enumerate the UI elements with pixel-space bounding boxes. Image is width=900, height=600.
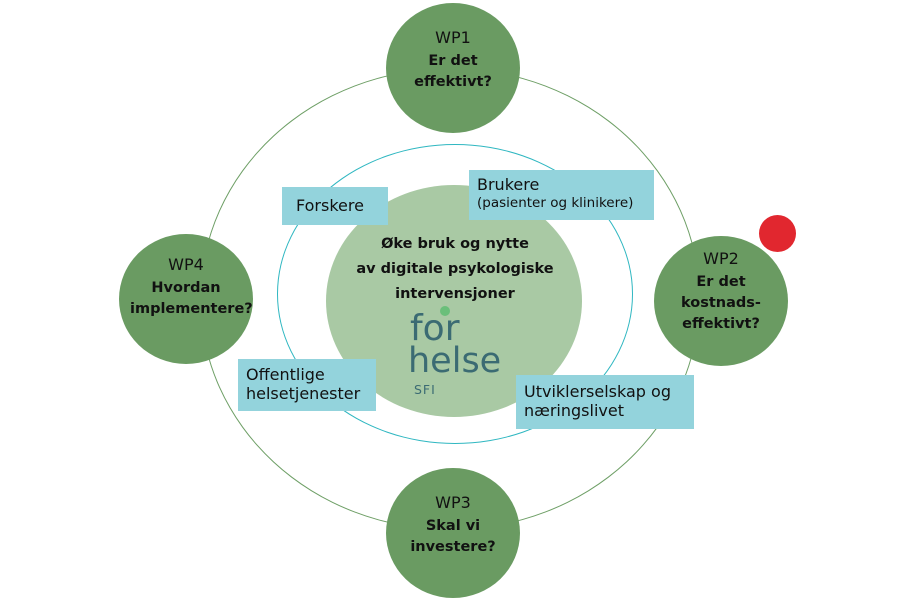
stakeholder-offentlige-line: helsetjenester	[246, 384, 361, 403]
forhelse-logo: for helse SFI	[408, 306, 506, 400]
logo-tag: SFI	[414, 382, 436, 397]
inner-ring	[277, 144, 633, 444]
stakeholder-offentlige: Offentlige helsetjenester	[238, 359, 376, 411]
wp4-question: Hvordan implementere?	[130, 280, 253, 317]
stakeholder-brukere-label: Brukere	[477, 175, 540, 194]
wp2-question: Er det kostnads-effektivt?	[681, 274, 761, 332]
stakeholder-brukere: Brukere (pasienter og klinikere)	[469, 170, 654, 220]
wp4-circle: WP4 Hvordan implementere?	[119, 234, 253, 364]
stakeholder-offentlige-line: Offentlige	[246, 365, 325, 384]
wp1-question: Er det effektivt?	[414, 53, 492, 90]
core-goal-line: intervensjoner	[395, 286, 515, 302]
logo-dot-icon	[440, 306, 450, 316]
wp2-title: WP2	[703, 249, 739, 268]
core-goal-line: Øke bruk og nytte	[381, 236, 529, 252]
wp3-circle: WP3 Skal vi investere?	[386, 468, 520, 598]
red-marker-icon	[759, 215, 796, 252]
stakeholder-utvikler-line: Utviklerselskap og	[524, 382, 671, 401]
stakeholder-forskere: Forskere	[282, 187, 388, 225]
wp4-title: WP4	[168, 255, 204, 274]
wp3-title: WP3	[435, 493, 471, 512]
wp3-question: Skal vi investere?	[410, 518, 496, 555]
logo-word-helse: helse	[408, 341, 502, 381]
stakeholder-utvikler-line: næringslivet	[524, 401, 624, 420]
core-goal: Øke bruk og nytte av digitale psykologis…	[335, 232, 575, 307]
stakeholder-brukere-sub: (pasienter og klinikere)	[477, 195, 634, 211]
core-goal-line: av digitale psykologiske	[356, 261, 554, 277]
stakeholder-utvikler: Utviklerselskap og næringslivet	[516, 375, 694, 429]
wp2-circle: WP2 Er det kostnads-effektivt?	[654, 236, 788, 366]
logo-word-for: for	[410, 308, 460, 349]
wp1-circle: WP1 Er det effektivt?	[386, 3, 520, 133]
wp1-title: WP1	[435, 28, 471, 47]
